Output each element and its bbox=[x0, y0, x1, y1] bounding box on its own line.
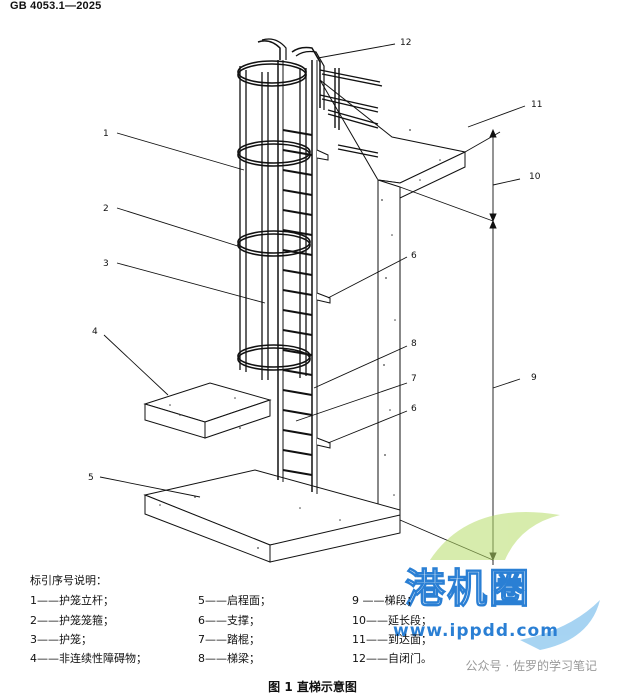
legend-item-11: 11——到达面； bbox=[352, 633, 432, 646]
callout-8: 8 bbox=[411, 339, 417, 349]
extension-curve-right bbox=[291, 46, 321, 108]
ladder-support-lower bbox=[316, 437, 331, 449]
callout-9: 9 bbox=[531, 373, 537, 383]
wall-front bbox=[377, 179, 401, 531]
watermark-logo bbox=[430, 512, 600, 650]
concrete-texture bbox=[159, 129, 441, 549]
callout-12: 12 bbox=[400, 38, 411, 48]
legend-item-3: 3——护笼； bbox=[30, 633, 92, 646]
legend-item-1: 1——护笼立杆； bbox=[30, 594, 114, 607]
callout-7: 7 bbox=[411, 374, 417, 384]
watermark-account: 公众号 · 佐罗的学习笔记 bbox=[465, 659, 597, 673]
callout-6-lower: 6 bbox=[411, 404, 417, 414]
extension-curve-left bbox=[257, 40, 281, 60]
cage-vertical-bars bbox=[239, 66, 307, 380]
callout-10: 10 bbox=[529, 172, 541, 182]
callout-1: 1 bbox=[103, 129, 109, 139]
callout-11: 11 bbox=[531, 100, 542, 110]
watermark-site: www.ippdd.com bbox=[393, 621, 559, 641]
legend-item-12: 12——自闭门。 bbox=[352, 652, 432, 665]
self-closing-gate bbox=[319, 68, 383, 158]
legend: 标引序号说明： bbox=[30, 572, 107, 594]
ladder-rungs bbox=[282, 129, 313, 476]
callout-6-upper: 6 bbox=[411, 251, 417, 261]
callout-2: 2 bbox=[103, 204, 109, 214]
ladder-support-middle bbox=[316, 292, 331, 304]
legend-item-7: 7——踏棍； bbox=[198, 633, 260, 646]
legend-title: 标引序号说明： bbox=[30, 574, 107, 587]
obstacle-block-side bbox=[204, 399, 271, 439]
legend-item-6: 6——支撑； bbox=[198, 614, 260, 627]
standard-number: GB 4053.1—2025 bbox=[10, 0, 102, 12]
callout-3: 3 bbox=[103, 259, 109, 269]
legend-item-9: 9 ——梯段； bbox=[352, 594, 418, 607]
leader-lines bbox=[99, 43, 526, 498]
start-slab-side bbox=[269, 514, 401, 563]
ladder-support-upper bbox=[316, 149, 329, 161]
callout-5: 5 bbox=[88, 473, 94, 483]
legend-item-8: 8——梯梁； bbox=[198, 652, 260, 665]
watermark-brand: 港机圈 bbox=[404, 565, 531, 612]
figure-caption: 图 1 直梯示意图 bbox=[268, 680, 357, 694]
legend-item-5: 5——启程面； bbox=[198, 594, 271, 607]
legend-item-10: 10——延长段； bbox=[352, 614, 432, 627]
legend-item-2: 2——护笼笼箍； bbox=[30, 614, 114, 627]
cage-hoops bbox=[237, 60, 311, 371]
legend-item-4: 4——非连续性障碍物； bbox=[30, 652, 147, 665]
callout-4: 4 bbox=[92, 327, 98, 337]
